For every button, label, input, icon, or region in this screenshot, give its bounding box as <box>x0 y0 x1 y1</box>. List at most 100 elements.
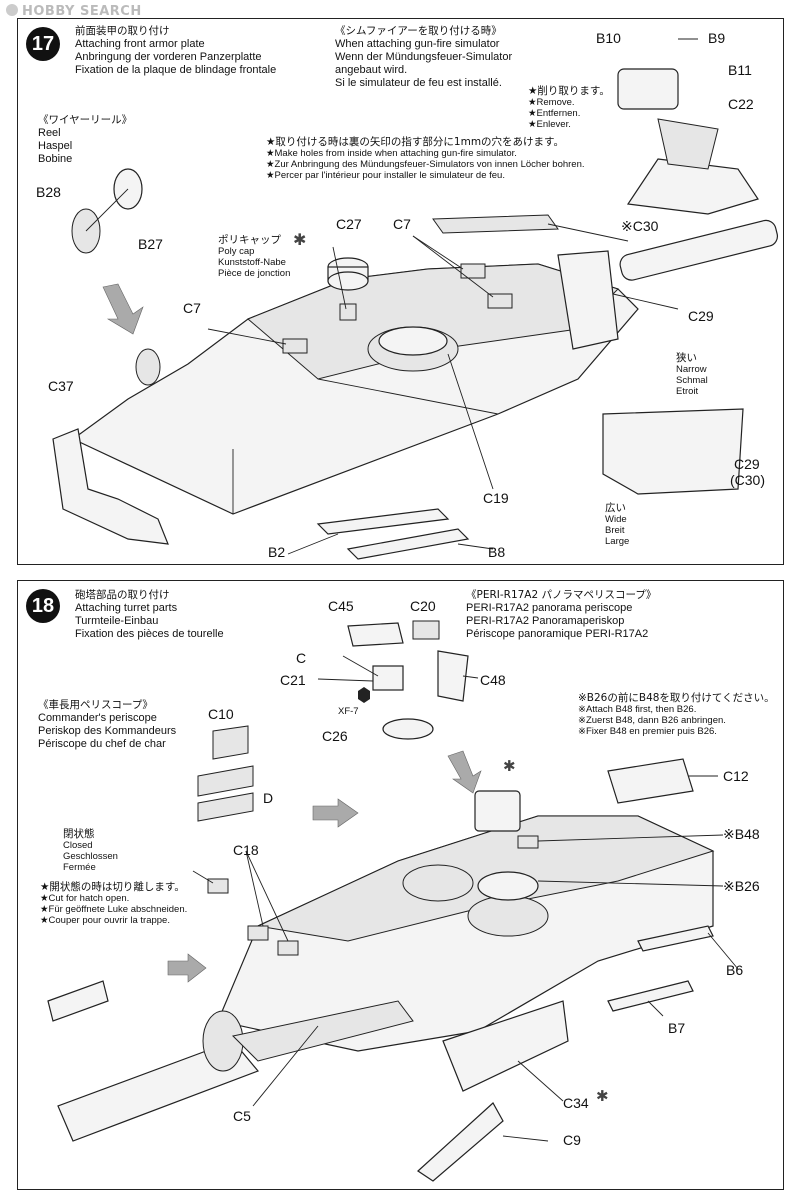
direction-arrow-18a <box>447 750 482 794</box>
part-label-c12: C12 <box>723 768 749 784</box>
d-part-a <box>197 765 254 797</box>
part-label-b48: ※B48 <box>723 826 760 842</box>
part-label-c34: C34 <box>563 1095 589 1111</box>
b10-b11-simulator <box>617 68 679 110</box>
step-17-panel: ✱ 17 前面装甲の取り付け Attaching front armor pla… <box>17 18 784 565</box>
part-label-b26: ※B26 <box>723 878 760 894</box>
closed-label: 閉状態 Closed Geschlossen Fermée <box>63 828 118 874</box>
remove-note: ★削り取ります。 ★Remove. ★Entfernen. ★Enlever. <box>528 85 610 131</box>
part-label-c9: C9 <box>563 1132 581 1148</box>
hobby-search-watermark: HOBBY SEARCH <box>6 4 142 19</box>
c34-armor-plate <box>442 1000 569 1092</box>
step-18-number: 18 <box>26 589 60 623</box>
part-label-c27: C27 <box>336 216 362 232</box>
part-label-c18: C18 <box>233 842 259 858</box>
part-label-c29: C29 <box>688 308 714 324</box>
c10-part <box>212 725 249 760</box>
peri-head-18 <box>474 790 521 832</box>
b6-bracket <box>637 925 714 952</box>
part-label-d: D <box>263 790 274 806</box>
part-label-c22: C22 <box>728 96 754 112</box>
c22-part <box>657 118 719 170</box>
step-18-panel: ✱ ✱ 18 砲塔部品の取り付け Attaching turret parts … <box>17 580 784 1190</box>
c7-clip-right-b <box>487 293 513 309</box>
part-label-c37: C37 <box>48 378 74 394</box>
c26-part <box>382 718 434 740</box>
step-17-number: 17 <box>26 27 60 61</box>
periscope-ring-18 <box>467 895 549 937</box>
reel-label: 《ワイヤーリール》 Reel Haspel Bobine <box>38 114 133 165</box>
part-label-c19: C19 <box>483 490 509 506</box>
part-label-b11: B11 <box>728 62 752 78</box>
c30-plate-upper <box>626 158 759 215</box>
c7-clip-left <box>282 338 308 354</box>
c45-part <box>347 622 404 647</box>
open-hatch-part <box>47 980 109 1022</box>
part-label-c21: C21 <box>280 672 306 688</box>
gun-barrel-18 <box>57 1040 260 1142</box>
direction-arrow-18c <box>167 953 207 983</box>
b26-ring <box>477 871 539 901</box>
part-label-c26: C26 <box>322 728 348 744</box>
step-17-title: 前面装甲の取り付け Attaching front armor plate An… <box>75 25 277 76</box>
c7-clip-right-a <box>460 263 486 279</box>
c18-part-a <box>247 925 269 941</box>
step-17-illustration: ✱ <box>52 38 779 560</box>
reel-assembled <box>135 348 161 386</box>
part-label-b2: B2 <box>268 544 286 560</box>
c48-part <box>437 650 469 702</box>
part-label-c7-left: C7 <box>183 300 201 316</box>
step-18-title: 砲塔部品の取り付け Attaching turret parts Turmtei… <box>75 589 224 640</box>
b48-first-note: ※B26の前にB48を取り付けてください。 ※Attach B48 first,… <box>578 692 775 738</box>
part-label-c20: C20 <box>410 598 436 614</box>
d-part-b <box>197 792 254 822</box>
part-label-b10: B10 <box>596 30 621 46</box>
part-label-b7: B7 <box>668 1020 686 1036</box>
part-label-c10: C10 <box>208 706 234 722</box>
c18-closed-part <box>207 878 229 894</box>
c37-part <box>52 428 169 545</box>
b8-bracket <box>346 528 470 560</box>
peri-periscope-note: 《PERI-R17A2 パノラマペリスコープ》 PERI-R17A2 panor… <box>466 589 657 640</box>
c29-inset-plate <box>602 408 744 495</box>
glue-star-icon-b: ✱ <box>596 1087 609 1105</box>
turret-top-17 <box>247 263 619 380</box>
part-label-b28: B28 <box>36 184 61 200</box>
xf7-paint-icon <box>358 687 370 703</box>
direction-arrow-17 <box>102 283 144 335</box>
c12-plate <box>607 758 694 804</box>
part-label-c48: C48 <box>480 672 506 688</box>
part-label-c30-inset: (C30) <box>730 472 766 488</box>
b48-part <box>517 835 539 849</box>
cut-hatch-note: ★開状態の時は切り離します。 ★Cut for hatch open. ★Für… <box>40 881 188 927</box>
c5-plate <box>231 1000 414 1062</box>
part-label-xf7: XF-7 <box>338 706 359 717</box>
commander-periscope-note: 《車長用ペリスコープ》 Commander's periscope Perisk… <box>38 699 177 750</box>
part-label-c45: C45 <box>328 598 354 614</box>
gunfire-simulator-note: 《シムファイアーを取り付ける時》 When attaching gun-fire… <box>335 25 513 89</box>
part-label-c: C <box>296 650 307 666</box>
c21-part <box>372 665 404 691</box>
direction-arrow-18b <box>312 798 359 828</box>
part-label-c5: C5 <box>233 1108 251 1124</box>
holes-note: ★取り付ける時は裏の矢印の指す部分に1mmの穴をあけます。 ★Make hole… <box>266 136 585 182</box>
part-label-c29-inset: C29 <box>734 456 760 472</box>
b7-bracket <box>607 980 694 1012</box>
part-label-b8: B8 <box>488 544 506 560</box>
part-label-b9: B9 <box>708 30 726 46</box>
polycap-star-icon: ✱ <box>293 230 306 249</box>
narrow-label: 狭い Narrow Schmal Etroit <box>676 352 708 398</box>
c20-part <box>412 620 440 640</box>
polycap-label: ポリキャップ Poly cap Kunststoff-Nabe Pièce de… <box>218 234 291 280</box>
c9-armor-plate <box>417 1102 504 1182</box>
watermark-logo-icon <box>6 4 18 16</box>
part-label-b27: B27 <box>138 236 163 252</box>
poly-cap-part <box>339 303 357 321</box>
part-label-c7-top: C7 <box>393 216 411 232</box>
part-label-c30: ※C30 <box>621 218 659 234</box>
step-18-illustration: ✱ ✱ <box>47 620 739 1182</box>
wide-label: 広い Wide Breit Large <box>605 502 630 548</box>
b2-bracket <box>316 508 450 535</box>
c29-part <box>557 250 619 350</box>
c18-part-b <box>277 940 299 956</box>
